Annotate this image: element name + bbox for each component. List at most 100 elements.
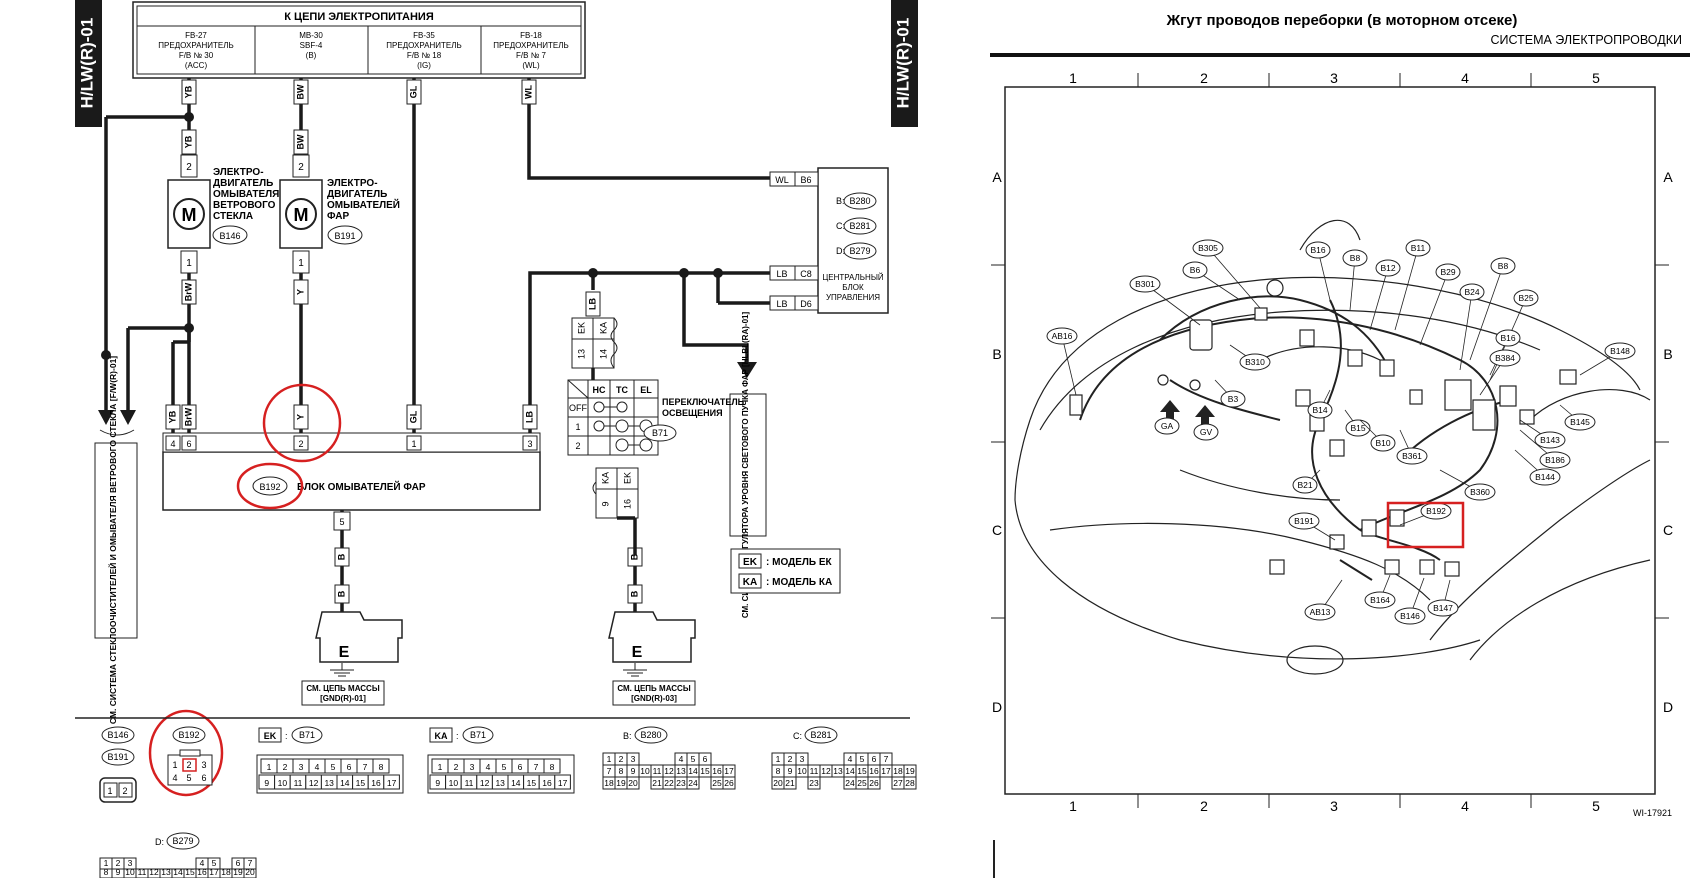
grid-col-label: 1 [1069,798,1077,814]
svg-text:СМ. ЦЕПЬ МАССЫ: СМ. ЦЕПЬ МАССЫ [617,684,690,693]
b279-pin-number: 8 [104,867,109,877]
b71-pin-number: 12 [480,778,490,788]
b281-pin-number: 14 [845,766,855,776]
side-tab-left: H/LW(R)-01 [75,0,102,127]
svg-text:БЛОК: БЛОК [842,283,864,292]
wire-label-wl-1: WL [521,79,537,105]
grid-col-label: 5 [1592,70,1600,86]
svg-text:ЦЕНТРАЛЬНЫЙ: ЦЕНТРАЛЬНЫЙ [822,273,884,282]
block-wire-brw: BrW [181,404,197,430]
svg-text:EK: EK [743,557,758,568]
svg-text:ВЕТРОВОГО: ВЕТРОВОГО [213,200,276,211]
b280-pin-number: 15 [700,766,710,776]
svg-text:13: 13 [576,349,586,359]
svg-text:B:: B: [623,731,632,741]
b71-pin-number: 4 [315,762,320,772]
svg-text:GL: GL [408,85,418,98]
b280-pin-number: 9 [631,766,636,776]
b281-pin-cell [783,776,797,790]
wiper-bracket [99,429,135,436]
svg-text:3: 3 [527,439,532,449]
svg-text:F/B № 18: F/B № 18 [407,51,442,60]
connector-label-bubble [1604,342,1636,360]
b280-pin-number: 4 [679,754,684,764]
svg-text:LB: LB [776,269,787,279]
svg-text:ЭЛЕКТРО-: ЭЛЕКТРО- [327,178,378,189]
connector-label-text: B301 [1135,279,1155,289]
grid-col-label: 4 [1461,798,1469,814]
b279-pin-number: 16 [197,867,207,877]
connector-label-bubble [1529,468,1561,486]
svg-text:9: 9 [600,501,610,506]
svg-text:BrW: BrW [183,407,193,426]
connector-label-bubble [1435,263,1461,281]
svg-text:FB-35: FB-35 [413,31,435,40]
svg-text:ПЕРЕКЛЮЧАТЕЛЬ: ПЕРЕКЛЮЧАТЕЛЬ [662,397,745,407]
wire-label-lb-switch: LB [585,291,601,317]
body-control-module: WL B6 LB C8 LB D6 B: B280 C: B281 D: B27… [769,167,889,314]
svg-text:ПРЕДОХРАНИТЕЛЬ: ПРЕДОХРАНИТЕЛЬ [386,41,461,50]
connector-label-text: B11 [1411,243,1426,253]
b71-pin-number: 16 [371,778,381,788]
svg-text:[GND(R)-03]: [GND(R)-03] [631,694,677,703]
b279-pin-number: 10 [125,867,135,877]
connector-label-bubble [1192,239,1224,257]
svg-text:: МОДЕЛЬ ЕК: : МОДЕЛЬ ЕК [766,557,833,568]
b279-pin-number: 4 [200,858,205,868]
connector-label-bubble [1305,241,1331,259]
svg-text:B: B [336,590,346,597]
wire-label-y: Y [293,279,309,305]
fuse-4: FB-18 ПРЕДОХРАНИТЕЛЬ F/B № 7 (WL) [493,31,568,70]
svg-text:BW: BW [295,134,305,149]
b280-pin-number: 10 [640,766,650,776]
connector-label-text: B143 [1540,435,1560,445]
power-header-title: К ЦЕПИ ЭЛЕКТРОПИТАНИЯ [284,11,434,23]
b279-pin-number: 1 [104,858,109,868]
connector-label-bubble [1534,431,1566,449]
b281-pin-number: 11 [810,766,819,776]
svg-text:EK: EK [576,322,586,334]
svg-text:Y: Y [295,414,305,420]
ground-1: E СМ. ЦЕПЬ МАССЫ [GND(R)-01] [301,611,403,706]
b71-pin-number: 14 [511,778,521,788]
connector-label-text: AB13 [1310,607,1331,617]
connector-label-bubble [1539,451,1571,469]
b281-pin-number: 21 [785,778,795,788]
b280-pin-number: 22 [664,778,674,788]
b279-pin-number: 14 [173,867,183,877]
b280-pin-number: 18 [604,778,614,788]
b281-pin-number: 23 [809,778,819,788]
svg-text:B71: B71 [299,730,315,740]
b281-pin-number: 1 [776,754,781,764]
grid-col-label: 2 [1200,798,1208,814]
b279-pin-number: 2 [116,858,121,868]
svg-text:B191: B191 [107,752,128,762]
connector-label-text: B8 [1350,253,1361,263]
b71-pin-number: 11 [465,778,474,788]
svg-text:B281: B281 [849,221,870,231]
connector-label-bubble [1193,423,1219,441]
svg-text:F/B № 30: F/B № 30 [179,51,214,60]
wire-label-yb-1: YB [181,79,197,105]
svg-text:1: 1 [411,439,416,449]
connector-label-bubble [1129,275,1161,293]
connector-label-bubble [1288,512,1320,530]
b279-pin-number: 20 [245,867,255,877]
svg-text:KA: KA [743,577,757,588]
splice-dots [101,112,723,360]
b281-pin-number: 16 [869,766,879,776]
svg-text::: : [285,731,288,741]
connector-label-text: B24 [1464,287,1479,297]
svg-text:ЭЛЕКТРО-: ЭЛЕКТРО- [213,167,264,178]
grid-row-label: D [1663,699,1673,715]
b280-pin-number: 21 [652,778,662,788]
connector-label-text: B8 [1498,261,1509,271]
b71-pin-number: 15 [527,778,537,788]
b279-pin-number: 5 [212,858,217,868]
svg-text:EK: EK [264,731,277,741]
harness-location-panel: Жгут проводов переборки (в моторном отсе… [990,12,1690,878]
figure-id: WI-17921 [1633,808,1672,818]
side-tab-right: H/LW(R)-01 [891,0,918,127]
